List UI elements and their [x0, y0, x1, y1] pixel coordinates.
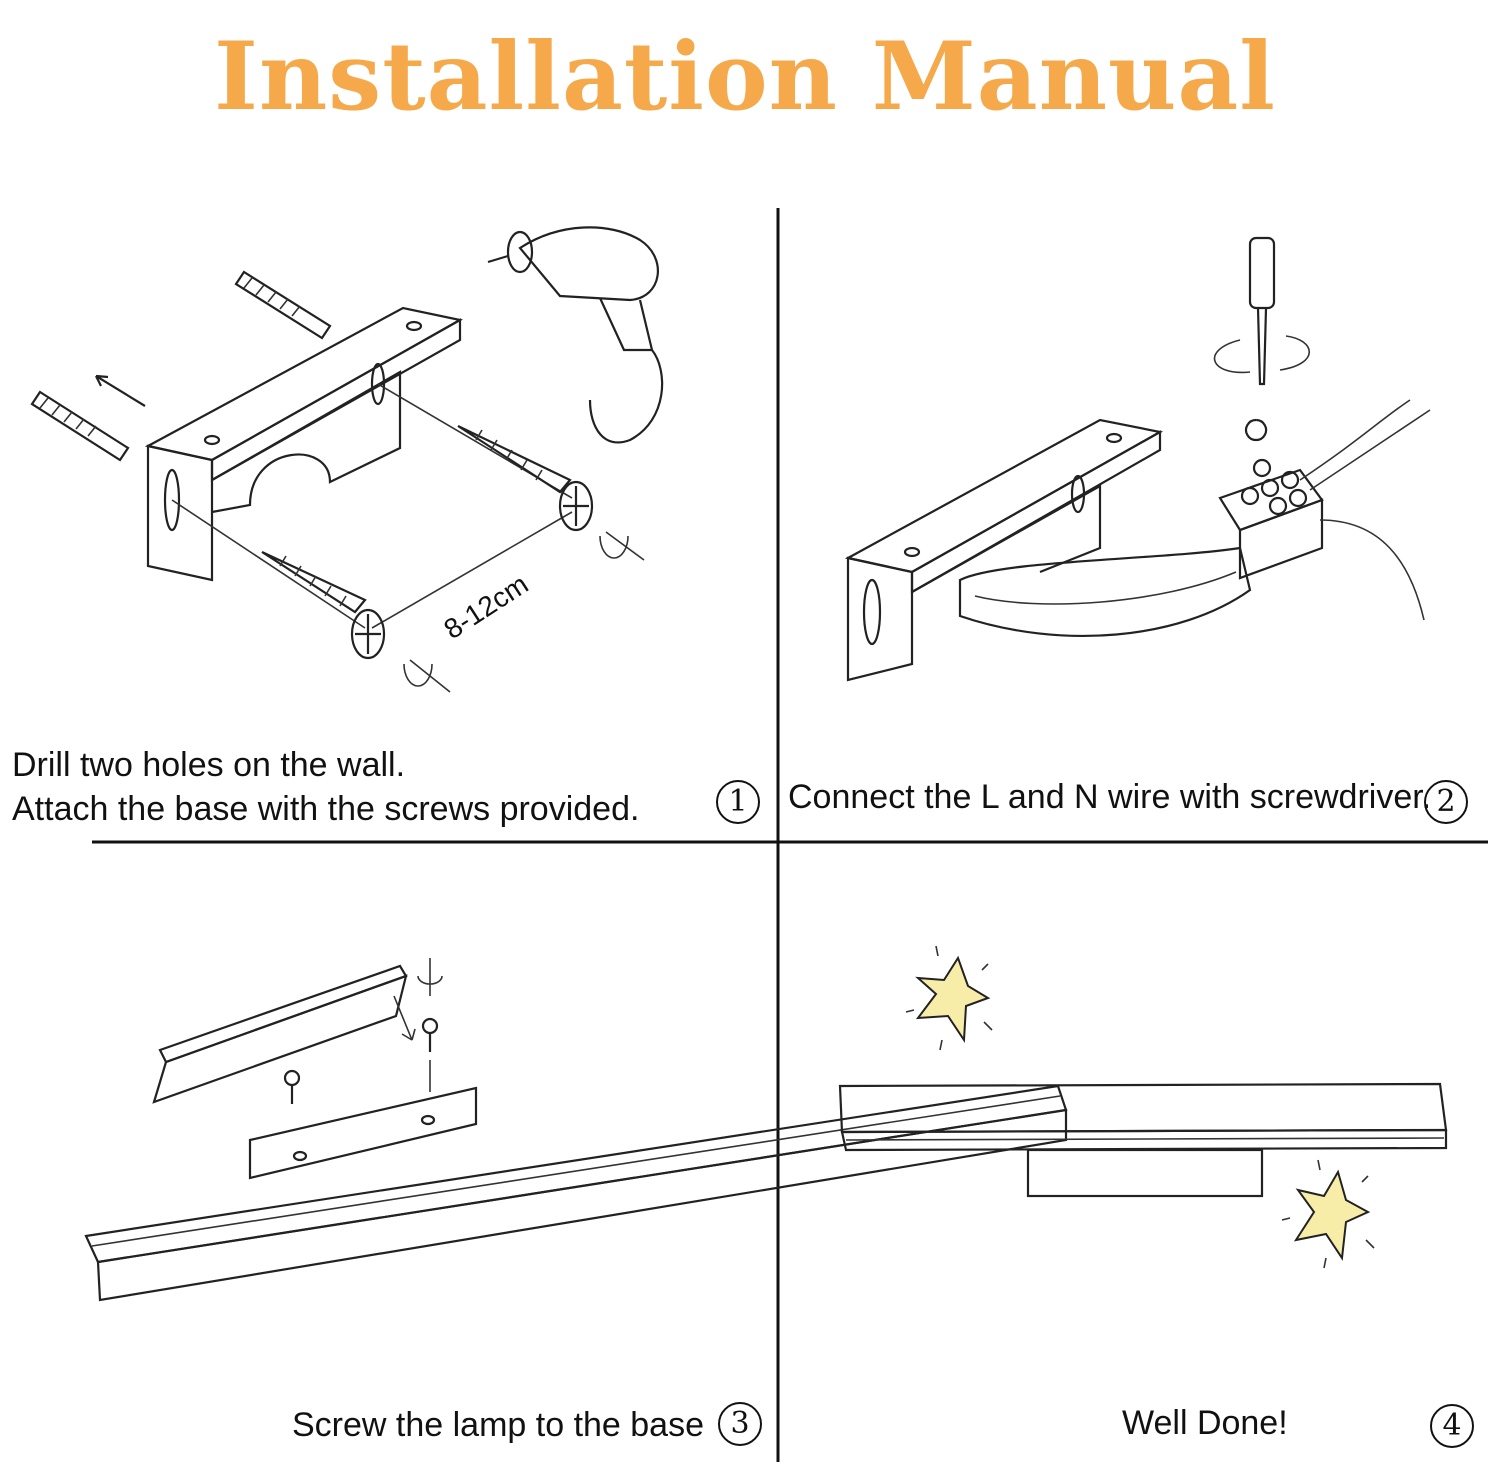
terminal-block-icon [1218, 399, 1431, 621]
screw-icon [261, 425, 645, 693]
step2-number-badge: 2 [1424, 780, 1468, 824]
page-title: Installation Manual [213, 22, 1277, 132]
step1-bracket-drawing [144, 306, 573, 629]
measure-label: 8-12cm [438, 568, 533, 645]
step3-number-badge: 3 [718, 1402, 762, 1446]
screwdriver-icon [1213, 236, 1311, 386]
step1-caption-line2: Attach the base with the screws provided… [12, 790, 640, 828]
step1-caption-line1: Drill two holes on the wall. [12, 746, 406, 784]
step3-caption: Screw the lamp to the base [292, 1406, 705, 1444]
step4-caption: Well Done! [1122, 1404, 1288, 1442]
wall-anchor-icon [30, 270, 332, 462]
step2-caption: Connect the L and N wire with screwdrive… [788, 778, 1432, 816]
step4-lamp-drawing [838, 1082, 1448, 1198]
step4-number-badge: 4 [1430, 1404, 1474, 1448]
step2-bracket-drawing [844, 418, 1252, 682]
step1-number-badge: 1 [716, 780, 760, 824]
star-icon [905, 945, 1375, 1269]
drill-icon [487, 226, 664, 444]
step3-lamp-drawing [84, 958, 1068, 1302]
